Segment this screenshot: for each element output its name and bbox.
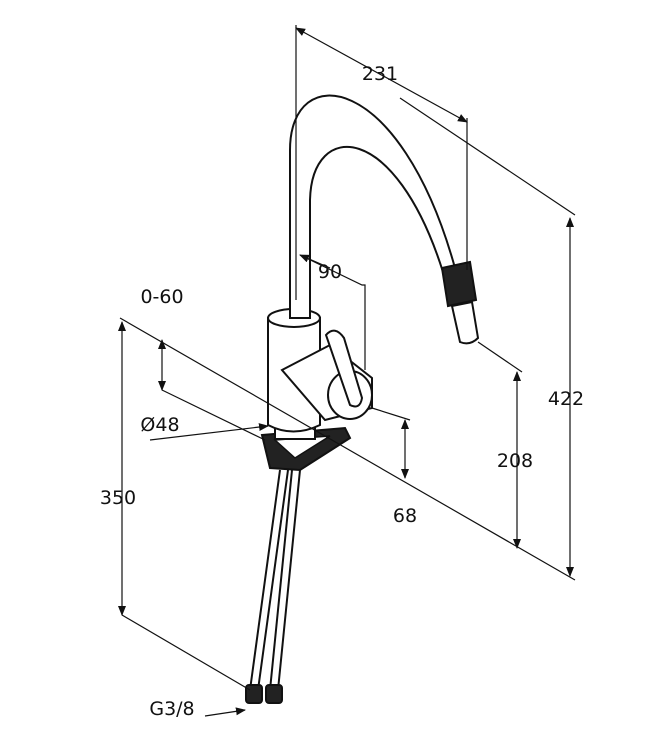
dimension-connection-thread: G3/8	[149, 698, 194, 720]
supply-hoses	[245, 469, 301, 704]
dimension-base-diameter: Ø48	[140, 414, 179, 436]
lever-handle	[280, 329, 373, 422]
mounting-base	[260, 424, 352, 472]
dimension-deck-thickness: 0-60	[140, 286, 183, 308]
spout	[289, 94, 480, 345]
dimension-swivel-angle: 90	[318, 261, 342, 283]
dimension-lines	[118, 25, 576, 717]
dimension-hose-length: 350	[100, 487, 136, 509]
dimension-spout-height: 208	[497, 450, 533, 472]
dimension-handle-height: 68	[393, 505, 417, 527]
dimension-total-height: 422	[548, 388, 584, 410]
dimension-spout-reach: 231	[362, 63, 398, 85]
